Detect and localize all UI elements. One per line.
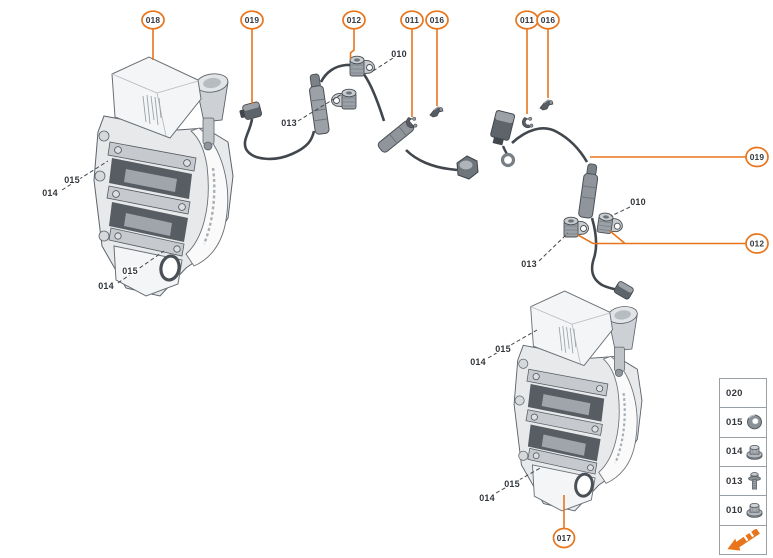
callout-011-rear[interactable]: 011 <box>515 10 539 30</box>
part-label: 015 <box>495 344 511 354</box>
part-label: 013 <box>281 118 297 128</box>
wire-sleeve <box>578 163 599 219</box>
clip <box>406 116 418 129</box>
callout-018[interactable]: 018 <box>141 10 165 30</box>
callout-012-rear[interactable]: 012 <box>745 233 769 254</box>
sensor-plug <box>613 281 634 300</box>
svg-text:018: 018 <box>146 15 161 25</box>
svg-text:016: 016 <box>541 15 556 25</box>
clip <box>522 116 534 129</box>
svg-text:016: 016 <box>430 15 445 25</box>
part-label: 015 <box>504 479 520 489</box>
brake-caliper-illustration-right <box>512 289 644 513</box>
callout-017[interactable]: 017 <box>552 527 576 549</box>
sensor-plug <box>239 101 263 120</box>
callout-leader-lines <box>152 28 746 529</box>
part-label: 014 <box>42 188 58 198</box>
wire-sleeve <box>377 120 415 153</box>
callout-012[interactable]: 012 <box>342 10 366 30</box>
legend-row-020[interactable]: 020 <box>720 379 766 407</box>
part-label: 015 <box>64 175 80 185</box>
part-label: 013 <box>521 259 537 269</box>
callout-011[interactable]: 011 <box>400 10 424 30</box>
washer-icon <box>746 412 763 432</box>
svg-text:019: 019 <box>750 152 765 162</box>
clip <box>429 106 444 118</box>
svg-text:011: 011 <box>405 15 419 25</box>
svg-text:012: 012 <box>750 239 765 249</box>
legend-row-010[interactable]: 010 <box>720 495 766 524</box>
sensor-connector <box>490 110 516 146</box>
abs-sensor-wire-rear <box>490 99 634 300</box>
eyelet-ring <box>500 152 516 168</box>
callout-019-rear[interactable]: 019 <box>745 146 769 168</box>
svg-text:012: 012 <box>347 15 362 25</box>
part-label: 010 <box>630 197 646 207</box>
svg-text:019: 019 <box>245 15 260 25</box>
legend-part-number: 010 <box>726 504 743 516</box>
bolt-icon <box>746 471 763 491</box>
part-label: 014 <box>479 493 495 503</box>
legend-row-015[interactable]: 015 <box>720 407 766 436</box>
part-label: 015 <box>122 266 138 276</box>
hex-grommet <box>456 155 479 180</box>
direction-arrow-icon <box>724 528 762 551</box>
legend-part-number: 014 <box>726 446 743 458</box>
banjo-fitting <box>331 88 357 110</box>
callout-016-rear[interactable]: 016 <box>536 10 560 30</box>
label-leader-lines <box>61 57 631 494</box>
brake-caliper-illustration-left <box>92 55 235 298</box>
part-label: 010 <box>391 49 407 59</box>
wire-sleeve <box>309 73 330 135</box>
legend-part-number: 015 <box>726 416 743 428</box>
banjo-fitting <box>563 216 589 238</box>
svg-text:011: 011 <box>520 15 534 25</box>
flange-nut-icon <box>746 500 763 520</box>
legend-table: 020 015 014 013 <box>719 378 767 555</box>
svg-text:017: 017 <box>557 533 572 543</box>
flange-nut-icon <box>746 442 763 462</box>
clip <box>539 99 554 111</box>
abs-sensor-wire-front <box>239 55 479 180</box>
legend-row-014[interactable]: 014 <box>720 436 766 466</box>
callout-019[interactable]: 019 <box>240 10 264 30</box>
part-label: 014 <box>470 357 486 367</box>
banjo-fitting <box>349 55 375 77</box>
legend-part-number: 013 <box>726 475 743 487</box>
part-label: 014 <box>98 281 114 291</box>
legend-row-013[interactable]: 013 <box>720 465 766 495</box>
legend-row-direction[interactable] <box>720 524 766 554</box>
callout-016[interactable]: 016 <box>425 10 449 30</box>
legend-part-number: 020 <box>726 387 743 399</box>
